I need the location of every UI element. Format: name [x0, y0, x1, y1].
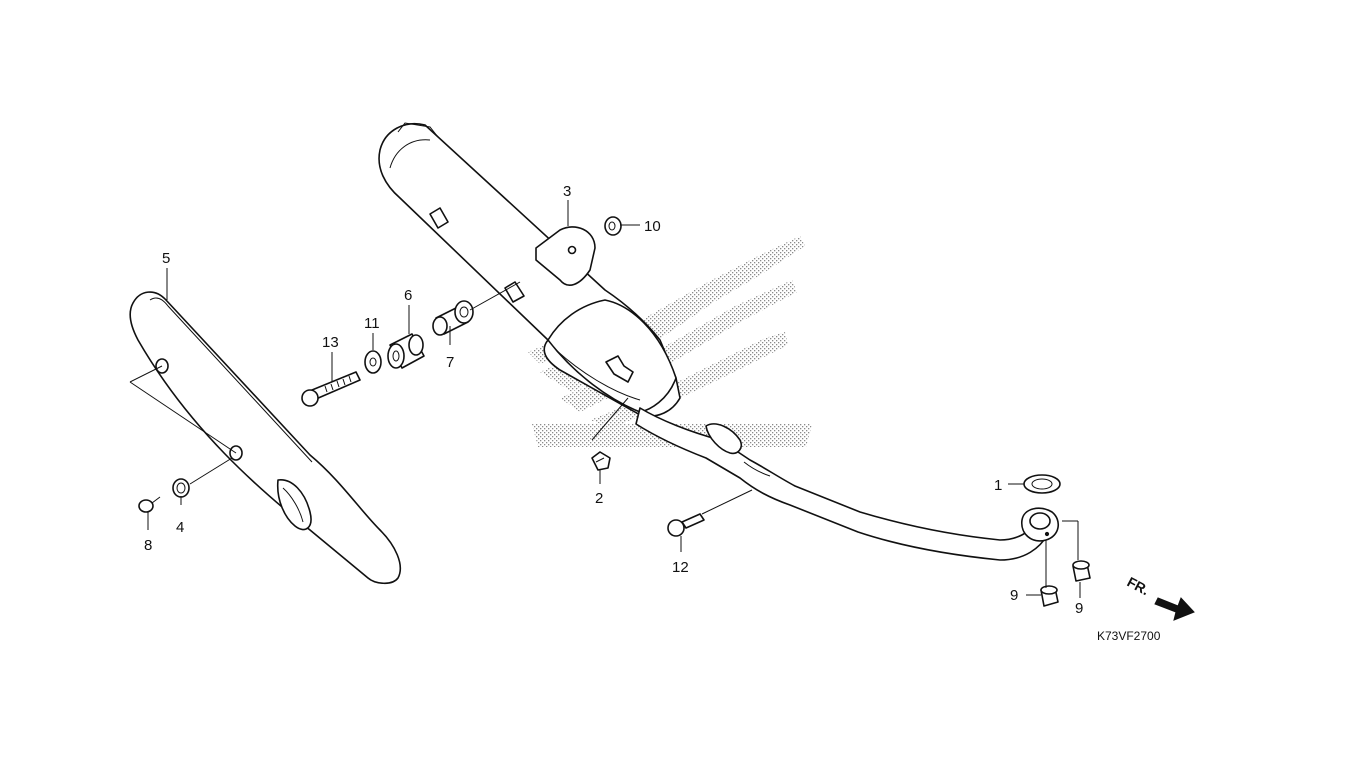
part-label-8: 8: [144, 537, 152, 554]
nut-part-10: [604, 216, 622, 236]
part-label-10: 10: [644, 218, 661, 235]
part-label-11: 11: [364, 315, 380, 332]
exhaust-pipe: [635, 407, 1059, 561]
nut-part-9-lower: [1040, 585, 1059, 607]
part-label-6: 6: [404, 287, 412, 304]
diagram-code: K73VF2700: [1097, 629, 1161, 643]
screw-part-8: [138, 496, 161, 513]
part-label-5: 5: [162, 250, 170, 267]
part-label-3: 3: [563, 183, 571, 200]
clip-part-2: [591, 451, 611, 471]
muffler: [378, 122, 681, 418]
part-label-1: 1: [994, 477, 1002, 494]
washer-part-11: [364, 350, 382, 374]
collar-part-7: [432, 300, 474, 336]
part-label-4: 4: [176, 519, 184, 536]
heat-shield: [129, 291, 402, 585]
leader-lines: [129, 200, 1081, 598]
front-arrow-icon: [1154, 597, 1195, 621]
part-label-9-lower: 9: [1010, 587, 1018, 604]
direction-label: FR.: [1125, 574, 1152, 599]
bracket-part-3: [535, 226, 596, 286]
front-direction-indicator: FR.: [1125, 574, 1195, 621]
grommet-part-4: [172, 478, 190, 498]
part-label-9-right: 9: [1075, 600, 1083, 617]
collar-part-6: [387, 333, 425, 369]
gasket-part-1: [1023, 474, 1061, 494]
part-label-13: 13: [322, 334, 339, 351]
nut-part-9-right: [1072, 560, 1091, 582]
part-label-2: 2: [595, 490, 603, 507]
bolt-part-12: [667, 513, 705, 537]
bolt-part-13: [301, 371, 361, 407]
part-label-12: 12: [672, 559, 689, 576]
part-label-7: 7: [446, 354, 454, 371]
part-labels: 5 4 8 13 11 6 7 3 10 2 12 1 9 9: [144, 183, 1083, 617]
